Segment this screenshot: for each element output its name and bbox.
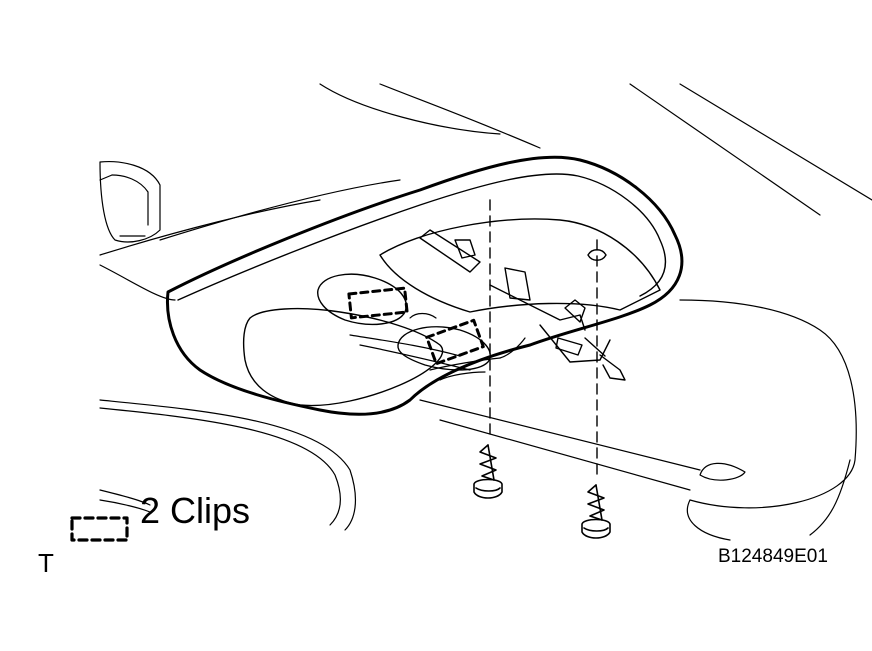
- clip-legend-label: 2 Clips: [140, 490, 251, 531]
- trim-arc-lower-left: [99, 489, 151, 513]
- screw-left: [473, 444, 503, 499]
- roof-headliner: [99, 83, 872, 541]
- roof-console-assembly: [165, 155, 684, 416]
- grab-handle-upper-left: [99, 161, 161, 243]
- clip-marker-right: [425, 318, 485, 366]
- clip-marker-left: [347, 286, 409, 320]
- console-opening: [379, 218, 661, 313]
- lamp-lens-panel: [242, 307, 444, 407]
- screw-axis-lines: [489, 199, 598, 481]
- wire-harness-connector: [419, 229, 626, 381]
- clip-legend-symbol: [70, 516, 129, 542]
- screw-right: [581, 484, 611, 539]
- switch-button-left: [317, 273, 407, 326]
- console-inner-rim: [177, 173, 667, 301]
- switch-button-right: [397, 326, 491, 371]
- corner-marker: T: [38, 548, 54, 578]
- console-outer-shell: [165, 155, 684, 416]
- figure-id-label: B124849E01: [718, 546, 828, 567]
- grab-handle-right: [699, 462, 746, 481]
